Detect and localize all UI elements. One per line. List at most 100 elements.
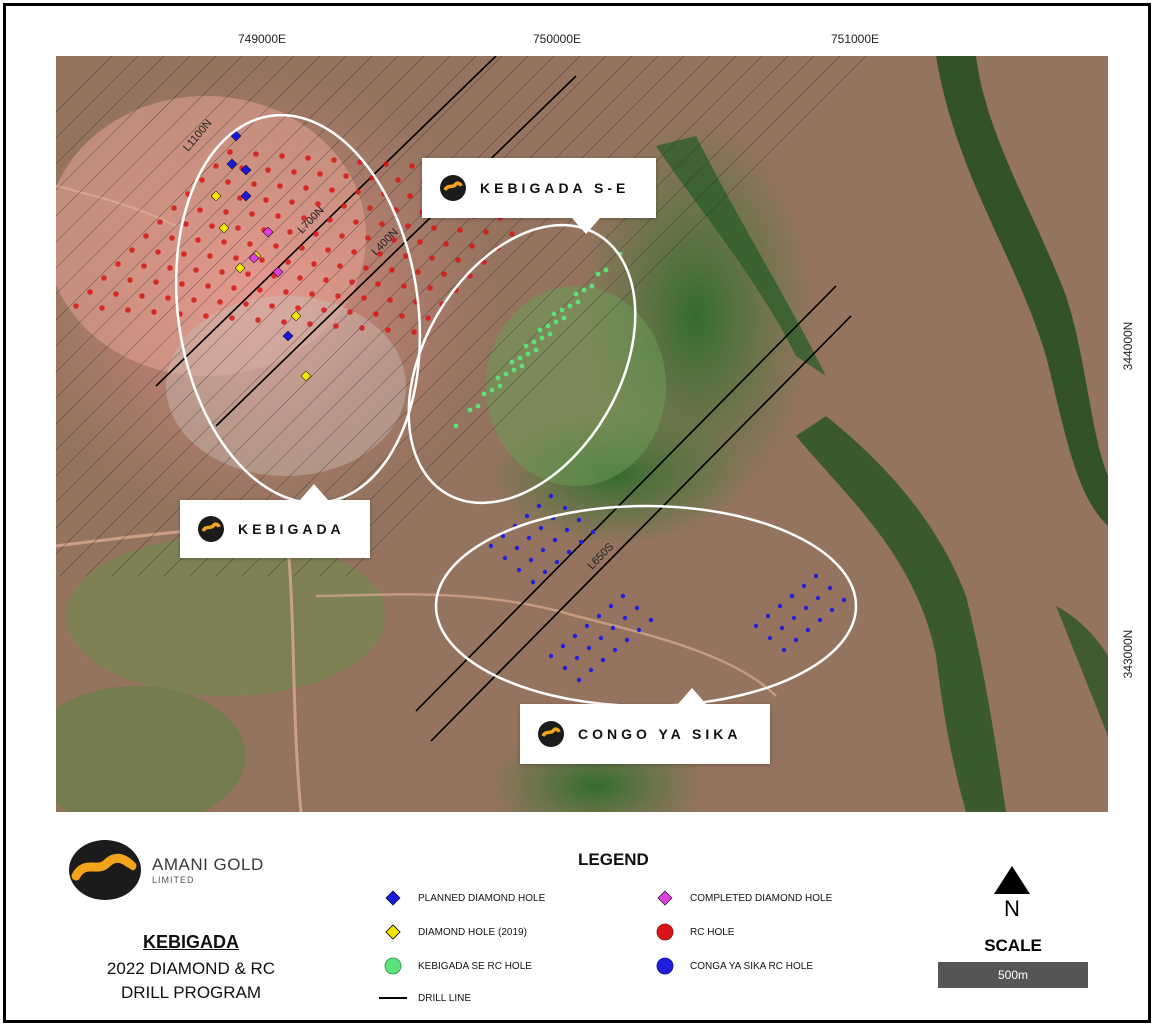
congo-rc-marker[interactable]: [576, 677, 582, 683]
congo-rc-marker[interactable]: [612, 647, 618, 653]
callout-kebigada-se[interactable]: KEBIGADA S-E: [422, 158, 656, 234]
rc-hole-marker[interactable]: [219, 269, 225, 275]
congo-rc-marker[interactable]: [600, 657, 606, 663]
kebigada-se-rc-marker[interactable]: [551, 311, 557, 317]
kebigada-se-rc-marker[interactable]: [539, 335, 545, 341]
congo-rc-marker[interactable]: [596, 613, 602, 619]
congo-rc-marker[interactable]: [765, 613, 771, 619]
congo-rc-marker[interactable]: [500, 533, 506, 539]
rc-hole-marker[interactable]: [195, 237, 201, 243]
congo-rc-marker[interactable]: [793, 637, 799, 643]
rc-hole-marker[interactable]: [209, 223, 215, 229]
congo-rc-marker[interactable]: [542, 569, 548, 575]
rc-hole-marker[interactable]: [235, 225, 241, 231]
congo-rc-marker[interactable]: [753, 623, 759, 629]
rc-hole-marker[interactable]: [427, 285, 433, 291]
rc-hole-marker[interactable]: [351, 249, 357, 255]
rc-hole-marker[interactable]: [259, 257, 265, 263]
rc-hole-marker[interactable]: [389, 267, 395, 273]
kebigada-se-rc-marker[interactable]: [561, 315, 567, 321]
rc-hole-marker[interactable]: [155, 249, 161, 255]
congo-rc-marker[interactable]: [779, 625, 785, 631]
rc-hole-marker[interactable]: [313, 231, 319, 237]
kebigada-se-rc-marker[interactable]: [517, 355, 523, 361]
rc-hole-marker[interactable]: [311, 261, 317, 267]
rc-hole-marker[interactable]: [441, 271, 447, 277]
rc-hole-marker[interactable]: [167, 265, 173, 271]
congo-rc-marker[interactable]: [805, 627, 811, 633]
rc-hole-marker[interactable]: [399, 313, 405, 319]
rc-hole-marker[interactable]: [329, 187, 335, 193]
rc-hole-marker[interactable]: [151, 309, 157, 315]
rc-hole-marker[interactable]: [139, 293, 145, 299]
rc-hole-marker[interactable]: [181, 251, 187, 257]
rc-hole-marker[interactable]: [309, 291, 315, 297]
rc-hole-marker[interactable]: [387, 297, 393, 303]
rc-hole-marker[interactable]: [247, 241, 253, 247]
rc-hole-marker[interactable]: [281, 319, 287, 325]
rc-hole-marker[interactable]: [73, 303, 79, 309]
completed-diamond-marker[interactable]: [262, 226, 274, 238]
rc-hole-marker[interactable]: [379, 221, 385, 227]
congo-rc-marker[interactable]: [526, 535, 532, 541]
congo-rc-marker[interactable]: [610, 625, 616, 631]
rc-hole-marker[interactable]: [205, 283, 211, 289]
rc-hole-marker[interactable]: [349, 279, 355, 285]
congo-rc-marker[interactable]: [620, 593, 626, 599]
completed-diamond-marker[interactable]: [248, 252, 260, 264]
diamond-2019-marker[interactable]: [234, 262, 246, 274]
rc-hole-marker[interactable]: [333, 323, 339, 329]
rc-hole-marker[interactable]: [251, 181, 257, 187]
congo-rc-marker[interactable]: [817, 617, 823, 623]
congo-rc-marker[interactable]: [514, 545, 520, 551]
congo-rc-marker[interactable]: [562, 505, 568, 511]
rc-hole-marker[interactable]: [321, 307, 327, 313]
rc-hole-marker[interactable]: [355, 189, 361, 195]
rc-hole-marker[interactable]: [157, 219, 163, 225]
rc-hole-marker[interactable]: [335, 293, 341, 299]
rc-hole-marker[interactable]: [243, 301, 249, 307]
congo-rc-marker[interactable]: [781, 647, 787, 653]
kebigada-se-rc-marker[interactable]: [567, 303, 573, 309]
congo-rc-marker[interactable]: [634, 605, 640, 611]
rc-hole-marker[interactable]: [275, 213, 281, 219]
rc-hole-marker[interactable]: [385, 327, 391, 333]
congo-rc-marker[interactable]: [586, 645, 592, 651]
congo-rc-marker[interactable]: [590, 529, 596, 535]
kebigada-se-rc-marker[interactable]: [467, 407, 473, 413]
rc-hole-marker[interactable]: [279, 153, 285, 159]
rc-hole-marker[interactable]: [295, 305, 301, 311]
rc-hole-marker[interactable]: [331, 157, 337, 163]
congo-rc-marker[interactable]: [622, 615, 628, 621]
rc-hole-marker[interactable]: [429, 255, 435, 261]
rc-hole-marker[interactable]: [143, 233, 149, 239]
congo-rc-marker[interactable]: [554, 559, 560, 565]
rc-hole-marker[interactable]: [443, 241, 449, 247]
rc-hole-marker[interactable]: [455, 257, 461, 263]
kebigada-se-rc-marker[interactable]: [553, 319, 559, 325]
rc-hole-marker[interactable]: [191, 297, 197, 303]
rc-hole-marker[interactable]: [337, 263, 343, 269]
congo-rc-marker[interactable]: [578, 539, 584, 545]
congo-rc-marker[interactable]: [564, 527, 570, 533]
rc-hole-marker[interactable]: [323, 277, 329, 283]
ellipse-kebigada-se[interactable]: [362, 185, 682, 543]
rc-hole-marker[interactable]: [199, 177, 205, 183]
rc-hole-marker[interactable]: [403, 253, 409, 259]
congo-rc-marker[interactable]: [608, 603, 614, 609]
rc-hole-marker[interactable]: [231, 285, 237, 291]
congo-rc-marker[interactable]: [488, 543, 494, 549]
kebigada-se-rc-marker[interactable]: [503, 371, 509, 377]
rc-hole-marker[interactable]: [339, 233, 345, 239]
rc-hole-marker[interactable]: [375, 281, 381, 287]
kebigada-se-rc-marker[interactable]: [533, 347, 539, 353]
rc-hole-marker[interactable]: [415, 269, 421, 275]
rc-hole-marker[interactable]: [127, 277, 133, 283]
rc-hole-marker[interactable]: [197, 207, 203, 213]
rc-hole-marker[interactable]: [285, 259, 291, 265]
rc-hole-marker[interactable]: [407, 193, 413, 199]
congo-rc-marker[interactable]: [530, 579, 536, 585]
diamond-2019-marker[interactable]: [300, 370, 312, 382]
congo-rc-marker[interactable]: [777, 603, 783, 609]
kebigada-se-rc-marker[interactable]: [589, 283, 595, 289]
